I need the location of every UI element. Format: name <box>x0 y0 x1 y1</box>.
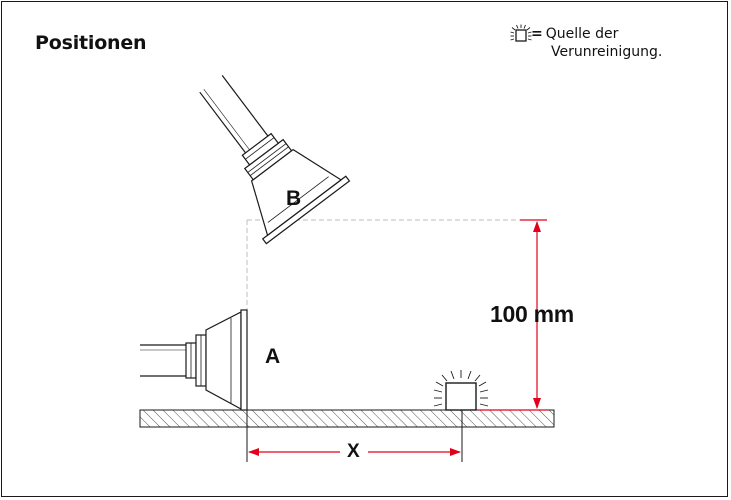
nozzle-a <box>140 309 248 411</box>
nozzle-b <box>199 74 351 245</box>
dimension-horizontal <box>246 410 463 462</box>
label-vertical-distance: 100 mm <box>490 301 574 327</box>
page-title: Positionen <box>35 32 147 54</box>
legend-line-2: Verunreinigung. <box>551 44 663 60</box>
legend-equals: = <box>531 26 543 42</box>
dimension-vertical <box>478 219 547 411</box>
label-position-b: B <box>286 187 302 210</box>
legend-line-1: Quelle der <box>545 26 619 42</box>
guide-lines <box>246 219 530 318</box>
contamination-source <box>433 370 489 411</box>
legend: =Quelle der Verunreinigung. <box>531 25 691 61</box>
contamination-source-icon <box>510 24 532 42</box>
label-horizontal-distance: X <box>347 441 360 462</box>
label-position-a: A <box>265 345 281 368</box>
surface <box>139 409 555 428</box>
